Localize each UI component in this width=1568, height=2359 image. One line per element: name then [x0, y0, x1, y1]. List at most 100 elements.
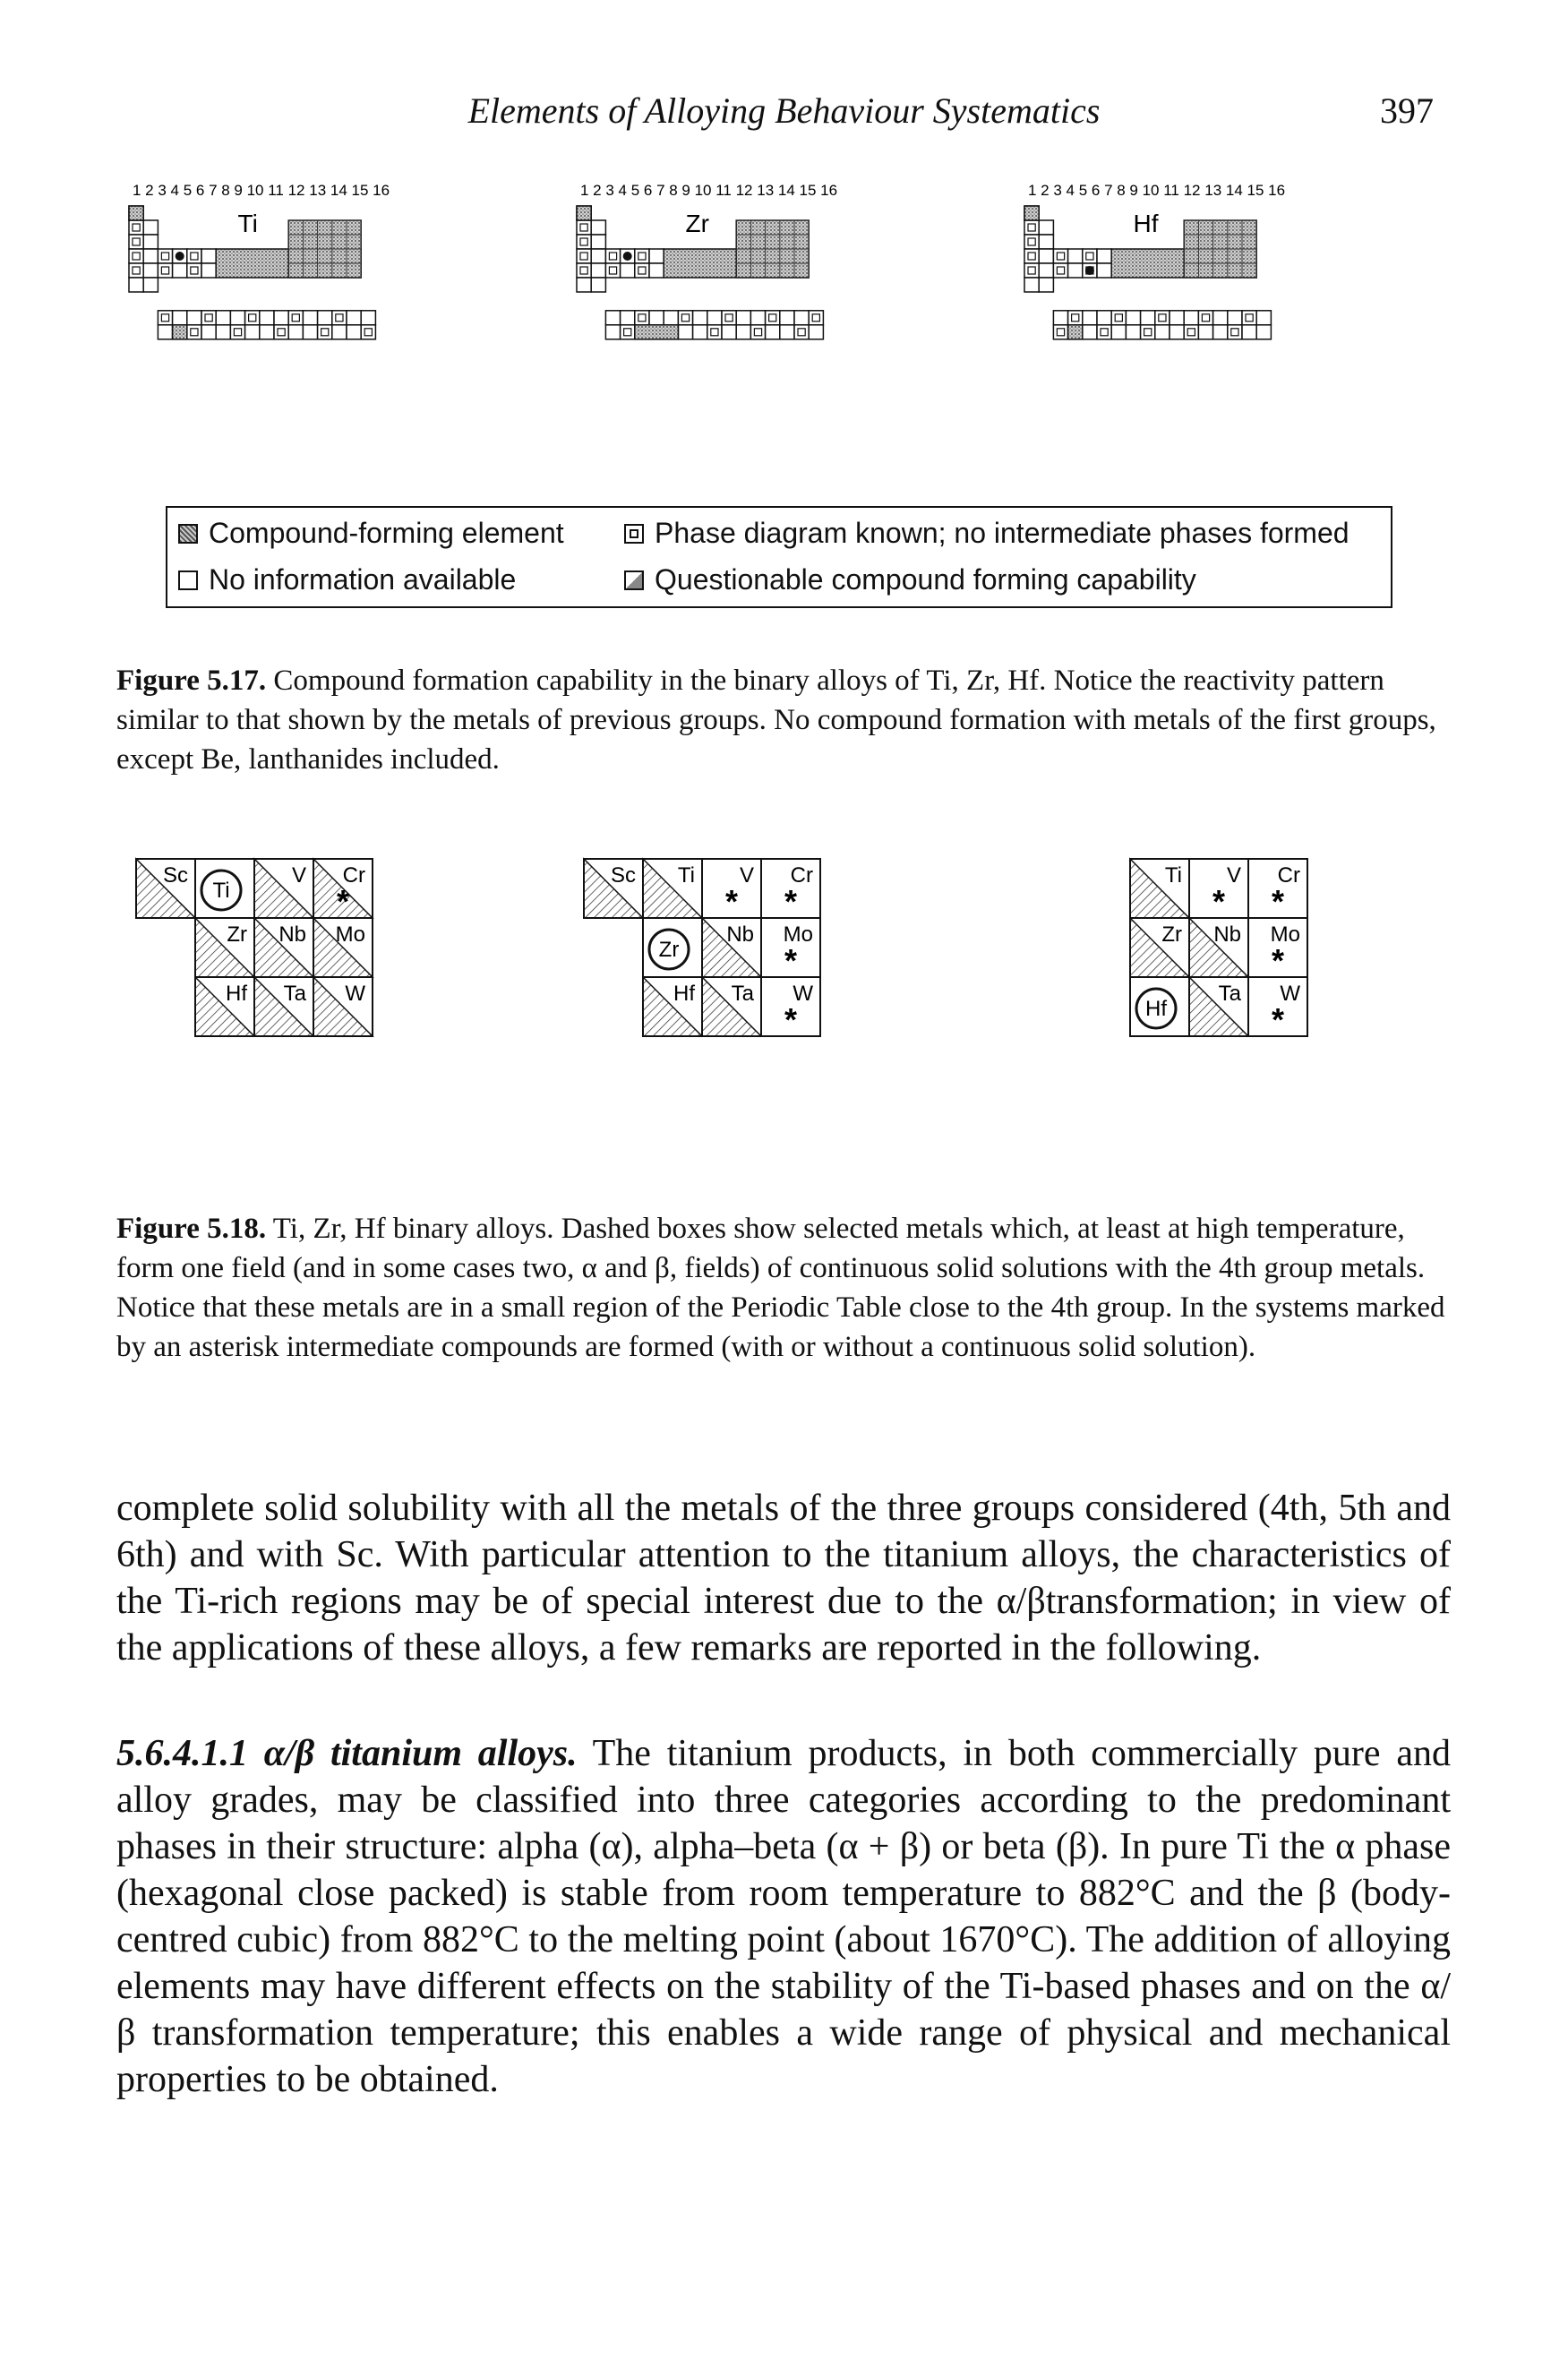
asterisk-icon: *: [784, 1001, 797, 1038]
svg-text:V: V: [740, 863, 754, 888]
caption-5-18-text: Ti, Zr, Hf binary alloys. Dashed boxes s…: [116, 1213, 1445, 1363]
periodic-table-hf: 1 2 3 4 5 6 7 8 9 10 11 12 13 14 15 16 Hf: [1024, 182, 1285, 340]
cell-ti: Ti: [1129, 857, 1191, 919]
compound-swatch-icon: [178, 523, 198, 544]
section-heading: 5.6.4.1.1 α/β titanium alloys.: [116, 1733, 578, 1774]
column-numbers: 1 2 3 4 5 6 7 8 9 10 11 12 13 14 15 16: [1028, 182, 1285, 199]
cell-mo: Mo*: [760, 917, 821, 979]
self-marker-icon: [1084, 266, 1094, 275]
svg-text:V: V: [292, 863, 306, 888]
svg-text:Hf: Hf: [1145, 997, 1167, 1021]
svg-text:Cr: Cr: [1278, 863, 1300, 888]
asterisk-icon: *: [1272, 1001, 1284, 1038]
caption-5-17-label: Figure 5.17.: [116, 665, 267, 697]
cell-v: V*: [701, 858, 762, 920]
svg-text:Zr: Zr: [227, 922, 247, 947]
questionable-swatch-icon: [624, 570, 644, 590]
cell-zr: Zr: [194, 916, 256, 978]
svg-text:Hf: Hf: [673, 982, 695, 1006]
circled-marker-icon: [200, 869, 243, 912]
running-title: Elements of Alloying Behaviour Systemati…: [467, 90, 1101, 131]
svg-text:Sc: Sc: [163, 863, 188, 888]
cell-w: W: [313, 975, 374, 1037]
cell-hf: Hf: [642, 975, 704, 1037]
page-number: 397: [1380, 90, 1434, 131]
svg-text:Zr: Zr: [659, 938, 680, 962]
svg-text:Cr: Cr: [791, 863, 813, 888]
cell-ta: Ta: [701, 975, 763, 1037]
svg-text:Ta: Ta: [1219, 982, 1242, 1006]
legend-questionable-label: Questionable compound forming capability: [655, 563, 1196, 596]
circled-marker-icon: [1135, 987, 1178, 1030]
table-element-label: Hf: [1134, 210, 1159, 237]
cell-v: V: [253, 857, 315, 919]
asterisk-icon: *: [1212, 883, 1225, 920]
legend: Compound-forming element Phase diagram k…: [166, 506, 1392, 608]
cell-ti: Ti: [642, 857, 704, 919]
svg-text:Nb: Nb: [278, 922, 306, 947]
svg-text:Ti: Ti: [212, 879, 229, 903]
asterisk-icon: *: [784, 883, 797, 920]
section-paragraph: The titanium products, in both commercia…: [116, 1733, 1451, 2100]
cell-cr: Cr*: [760, 858, 821, 920]
circled-marker-icon: [647, 928, 690, 971]
svg-text:W: W: [793, 982, 813, 1006]
table-element-label: Zr: [686, 210, 709, 237]
body-paragraph-1: complete solid solubility with all the m…: [116, 1488, 1451, 1668]
svg-text:Mo: Mo: [1271, 922, 1300, 947]
cell-mo: Mo: [313, 916, 374, 978]
cell-zr: Zr: [1129, 916, 1191, 978]
cell-nb: Nb: [701, 916, 763, 978]
self-marker-icon: [175, 252, 184, 261]
svg-text:Mo: Mo: [784, 922, 813, 947]
caption-5-18-label: Figure 5.18.: [116, 1213, 267, 1245]
asterisk-icon: *: [1272, 883, 1284, 920]
svg-text:Ta: Ta: [284, 982, 307, 1006]
asterisk-icon: *: [784, 942, 797, 979]
svg-text:W: W: [1280, 982, 1300, 1006]
cell-sc: Sc: [583, 857, 645, 919]
asterisk-icon: *: [337, 883, 349, 920]
cell-zr: Zr: [642, 917, 703, 978]
cell-cr: Cr*: [1247, 858, 1308, 920]
cell-hf: Hf: [194, 975, 256, 1037]
legend-noinfo-label: No information available: [209, 563, 517, 596]
body-paragraph-2: 5.6.4.1.1 α/β titanium alloys. The titan…: [116, 1730, 1451, 2103]
svg-text:Nb: Nb: [726, 922, 754, 947]
noinfo-swatch-icon: [178, 570, 198, 590]
svg-text:Nb: Nb: [1213, 922, 1241, 947]
svg-text:Cr: Cr: [343, 863, 365, 888]
cell-nb: Nb: [1188, 916, 1250, 978]
known-swatch-icon: [624, 523, 644, 544]
caption-5-17-text: Compound formation capability in the bin…: [116, 665, 1436, 776]
periodic-table-ti: 1 2 3 4 5 6 7 8 9 10 11 12 13 14 15 16 Ti: [128, 182, 390, 340]
svg-text:Mo: Mo: [336, 922, 365, 947]
cell-hf: Hf: [1129, 976, 1190, 1037]
cell-ta: Ta: [253, 975, 315, 1037]
svg-text:Zr: Zr: [1161, 922, 1182, 947]
caption-5-18: Figure 5.18. Ti, Zr, Hf binary alloys. D…: [116, 1209, 1451, 1367]
cell-sc: Sc: [135, 857, 197, 919]
cell-v: V*: [1188, 858, 1249, 920]
svg-text:W: W: [345, 982, 365, 1006]
legend-questionable: Questionable compound forming capability: [624, 563, 1196, 596]
legend-noinfo: No information available: [178, 563, 516, 596]
svg-text:Ta: Ta: [732, 982, 755, 1006]
cell-nb: Nb: [253, 916, 315, 978]
asterisk-icon: *: [1272, 942, 1284, 979]
caption-5-17: Figure 5.17. Compound formation capabili…: [116, 661, 1451, 779]
column-numbers: 1 2 3 4 5 6 7 8 9 10 11 12 13 14 15 16: [133, 182, 390, 199]
svg-text:Ti: Ti: [678, 863, 695, 888]
asterisk-icon: *: [725, 883, 738, 920]
cell-w: W*: [760, 976, 821, 1038]
svg-text:Ti: Ti: [1165, 863, 1182, 888]
svg-text:Sc: Sc: [611, 863, 636, 888]
svg-text:Hf: Hf: [226, 982, 247, 1006]
svg-text:V: V: [1227, 863, 1241, 888]
table-element-label: Ti: [238, 210, 258, 237]
cell-mo: Mo*: [1247, 917, 1308, 979]
